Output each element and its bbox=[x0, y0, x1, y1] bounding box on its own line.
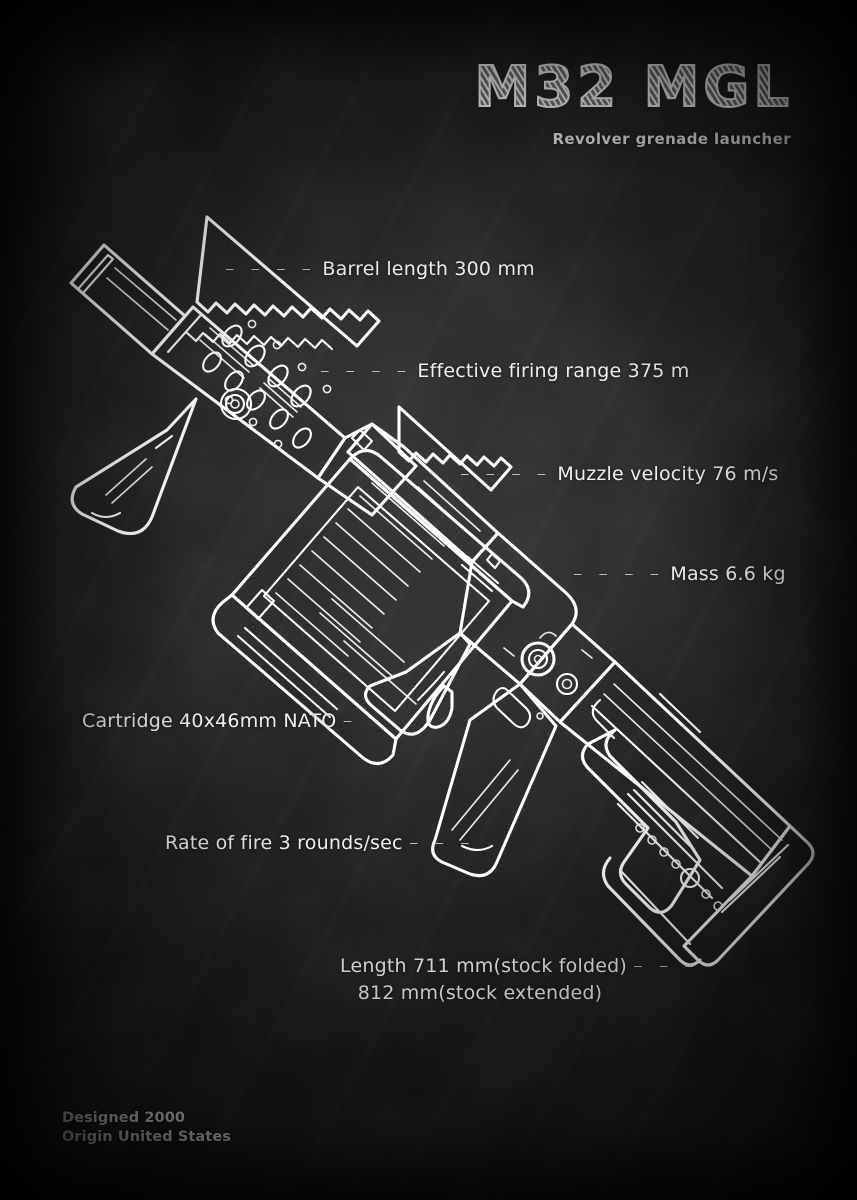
footer-credits: Designed 2000 Origin United States bbox=[62, 1109, 231, 1148]
spec-rate-of-fire: Rate of fire 3 rounds/sec – – – bbox=[165, 832, 475, 854]
page-subtitle: Revolver grenade launcher bbox=[552, 130, 791, 148]
spec-label-firing-range: Effective firing range 375 m bbox=[417, 360, 690, 382]
spec-cartridge: Cartridge 40x46mm NATO – bbox=[82, 710, 357, 732]
footer-origin: Origin United States bbox=[62, 1129, 231, 1146]
spec-firing-range: – – – – Effective firing range 375 m bbox=[320, 360, 690, 382]
spec-muzzle-velocity: – – – – Muzzle velocity 76 m/s bbox=[460, 463, 779, 485]
page-title: M32 MGL bbox=[473, 55, 793, 120]
leader-dashes-muzzle-velocity: – – – – bbox=[460, 463, 552, 485]
leader-dashes-barrel-length: – – – – bbox=[225, 258, 317, 280]
footer-designed: Designed 2000 bbox=[62, 1109, 186, 1126]
leader-dashes-mass: – – – – bbox=[573, 563, 665, 585]
spec-length: Length 711 mm(stock folded) – – – 812 mm… bbox=[340, 955, 694, 1004]
spec-label-cartridge: Cartridge 40x46mm NATO bbox=[82, 710, 337, 732]
spec-label-mass: Mass 6.6 kg bbox=[670, 563, 786, 585]
leader-dashes-firing-range: – – – – bbox=[320, 360, 412, 382]
spec-label-barrel-length: Barrel length 300 mm bbox=[322, 258, 535, 280]
leader-dashes-length: – – – bbox=[633, 955, 699, 977]
spec-barrel-length: – – – – Barrel length 300 mm bbox=[225, 258, 535, 280]
spec-label-length-line2: 812 mm(stock extended) bbox=[357, 982, 603, 1004]
spec-mass: – – – – Mass 6.6 kg bbox=[573, 563, 786, 585]
leader-dashes-cartridge: – bbox=[342, 710, 358, 732]
spec-label-rate-of-fire: Rate of fire 3 rounds/sec bbox=[165, 832, 403, 854]
leader-dashes-rate-of-fire: – – – bbox=[408, 832, 475, 854]
spec-label-muzzle-velocity: Muzzle velocity 76 m/s bbox=[557, 463, 779, 485]
spec-label-length: Length 711 mm(stock folded) bbox=[340, 955, 627, 977]
